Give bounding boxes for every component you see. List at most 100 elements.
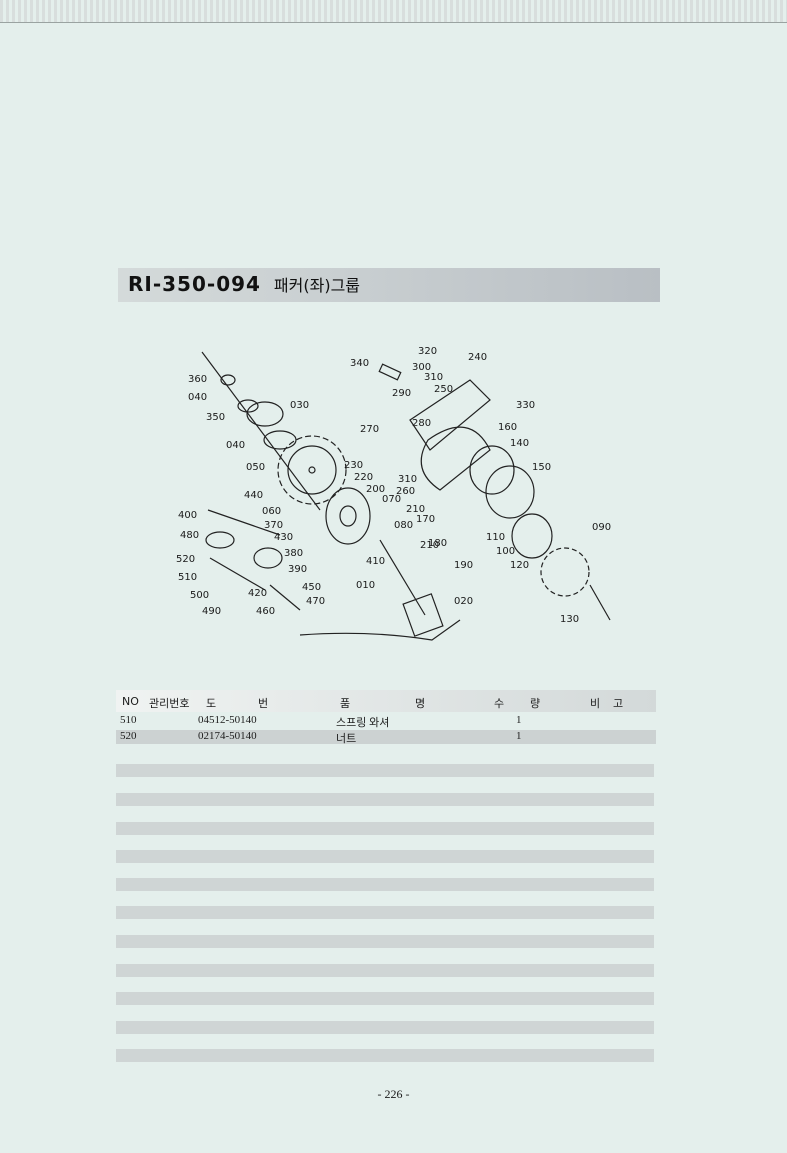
- packer-disc: [325, 487, 371, 545]
- row-no: 510: [120, 714, 137, 726]
- callout-label: 140: [510, 438, 529, 449]
- part-housing: [246, 401, 284, 427]
- section-title: RI-350-094 패커(좌)그룹: [128, 272, 360, 296]
- part-bearing: [237, 399, 259, 413]
- row-no: 520: [120, 730, 137, 742]
- part-collar: [263, 430, 297, 450]
- frame-rod: [299, 619, 461, 641]
- callout-label: 490: [202, 606, 221, 617]
- col-drawing-a: 도: [206, 697, 217, 710]
- vertical-shaft: [379, 539, 426, 616]
- callout-label: 390: [288, 564, 307, 575]
- callout-label: 430: [274, 532, 293, 543]
- callout-label: 310: [424, 372, 443, 383]
- callout-label: 180: [428, 538, 447, 549]
- empty-row-stripe: [116, 964, 654, 977]
- callout-label: 100: [496, 546, 515, 557]
- row-name: 너트: [336, 733, 357, 745]
- callout-label: 200: [366, 484, 385, 495]
- callout-label: 080: [394, 520, 413, 531]
- callout-label: 170: [416, 514, 435, 525]
- callout-label: 010: [356, 580, 375, 591]
- end-shaft: [589, 584, 611, 621]
- empty-row-stripe: [116, 935, 654, 948]
- callout-label: 310: [398, 474, 417, 485]
- col-qty-a: 수: [494, 697, 505, 710]
- link-pin: [269, 584, 301, 611]
- callout-label: 370: [264, 520, 283, 531]
- callout-label: 250: [434, 384, 453, 395]
- callout-label: 060: [262, 506, 281, 517]
- callout-label: 510: [178, 572, 197, 583]
- callout-label: 470: [306, 596, 325, 607]
- callout-label: 500: [190, 590, 209, 601]
- callout-label: 420: [248, 588, 267, 599]
- callout-label: 120: [510, 560, 529, 571]
- col-qty-b: 량: [530, 697, 541, 710]
- empty-row-stripe: [116, 992, 654, 1005]
- callout-label: 220: [354, 472, 373, 483]
- sprocket-small: [540, 547, 590, 597]
- sprocket-center: [308, 466, 316, 474]
- callout-label: 350: [206, 412, 225, 423]
- callout-label: 160: [498, 422, 517, 433]
- callout-label: 400: [178, 510, 197, 521]
- col-note-a: 비: [590, 697, 601, 710]
- callout-label: 520: [176, 554, 195, 565]
- chain-loop: [420, 426, 491, 491]
- callout-label: 270: [360, 424, 379, 435]
- callout-label: 330: [516, 400, 535, 411]
- callout-label: 300: [412, 362, 431, 373]
- callout-label: 040: [188, 392, 207, 403]
- callout-label: 260: [396, 486, 415, 497]
- table-row: 520 02174-50140 너트 1: [116, 730, 656, 745]
- link-bolt: [209, 557, 266, 591]
- callout-label: 320: [418, 346, 437, 357]
- part-bolt: [220, 374, 236, 386]
- empty-row-stripe: [116, 764, 654, 777]
- row-qty: 1: [516, 730, 522, 742]
- left-shaft: [201, 351, 321, 511]
- callout-label: 450: [302, 582, 321, 593]
- diagram-parts: [201, 351, 611, 641]
- shaft-bracket: [402, 593, 444, 637]
- row-drawing: 04512-50140: [198, 714, 257, 726]
- callout-label: 480: [180, 530, 199, 541]
- callout-label: 040: [226, 440, 245, 451]
- chain-case-upper: [409, 379, 491, 451]
- link-block: [205, 531, 235, 549]
- page-number: - 226 -: [377, 1087, 410, 1101]
- col-drawing-b: 번: [258, 697, 269, 710]
- callout-label: 210: [406, 504, 425, 515]
- col-mgmt: 관리번호: [149, 697, 190, 710]
- clutch-disc: [485, 465, 535, 519]
- link-cam: [253, 547, 283, 569]
- packer-disc-hub: [339, 505, 357, 527]
- callout-label: 030: [290, 400, 309, 411]
- empty-row-stripe: [116, 1049, 654, 1062]
- col-note-b: 고: [613, 697, 624, 710]
- callout-label: 050: [246, 462, 265, 473]
- row-drawing: 02174-50140: [198, 730, 257, 742]
- empty-row-stripe: [116, 1021, 654, 1034]
- parts-table: NO 관리번호 도 번 품 명 수 량 비 고 510 04512-50140 …: [116, 690, 656, 745]
- empty-row-stripe: [116, 906, 654, 919]
- part-pin: [378, 363, 402, 381]
- callout-label: 070: [382, 494, 401, 505]
- group-code: RI-350-094: [128, 272, 261, 296]
- clutch-plate: [511, 513, 553, 559]
- col-name-b: 명: [415, 697, 426, 710]
- scan-edge: [0, 0, 787, 23]
- callout-label: 290: [392, 388, 411, 399]
- group-name: 패커(좌)그룹: [273, 276, 361, 295]
- callout-label: 410: [366, 556, 385, 567]
- sprocket-mid: [469, 445, 515, 495]
- col-name-a: 품: [340, 697, 351, 710]
- callout-label: 210: [420, 540, 439, 551]
- callout-label: 280: [412, 418, 431, 429]
- empty-row-stripe: [116, 850, 654, 863]
- callout-label: 240: [468, 352, 487, 363]
- row-name: 스프링 와셔: [336, 717, 390, 729]
